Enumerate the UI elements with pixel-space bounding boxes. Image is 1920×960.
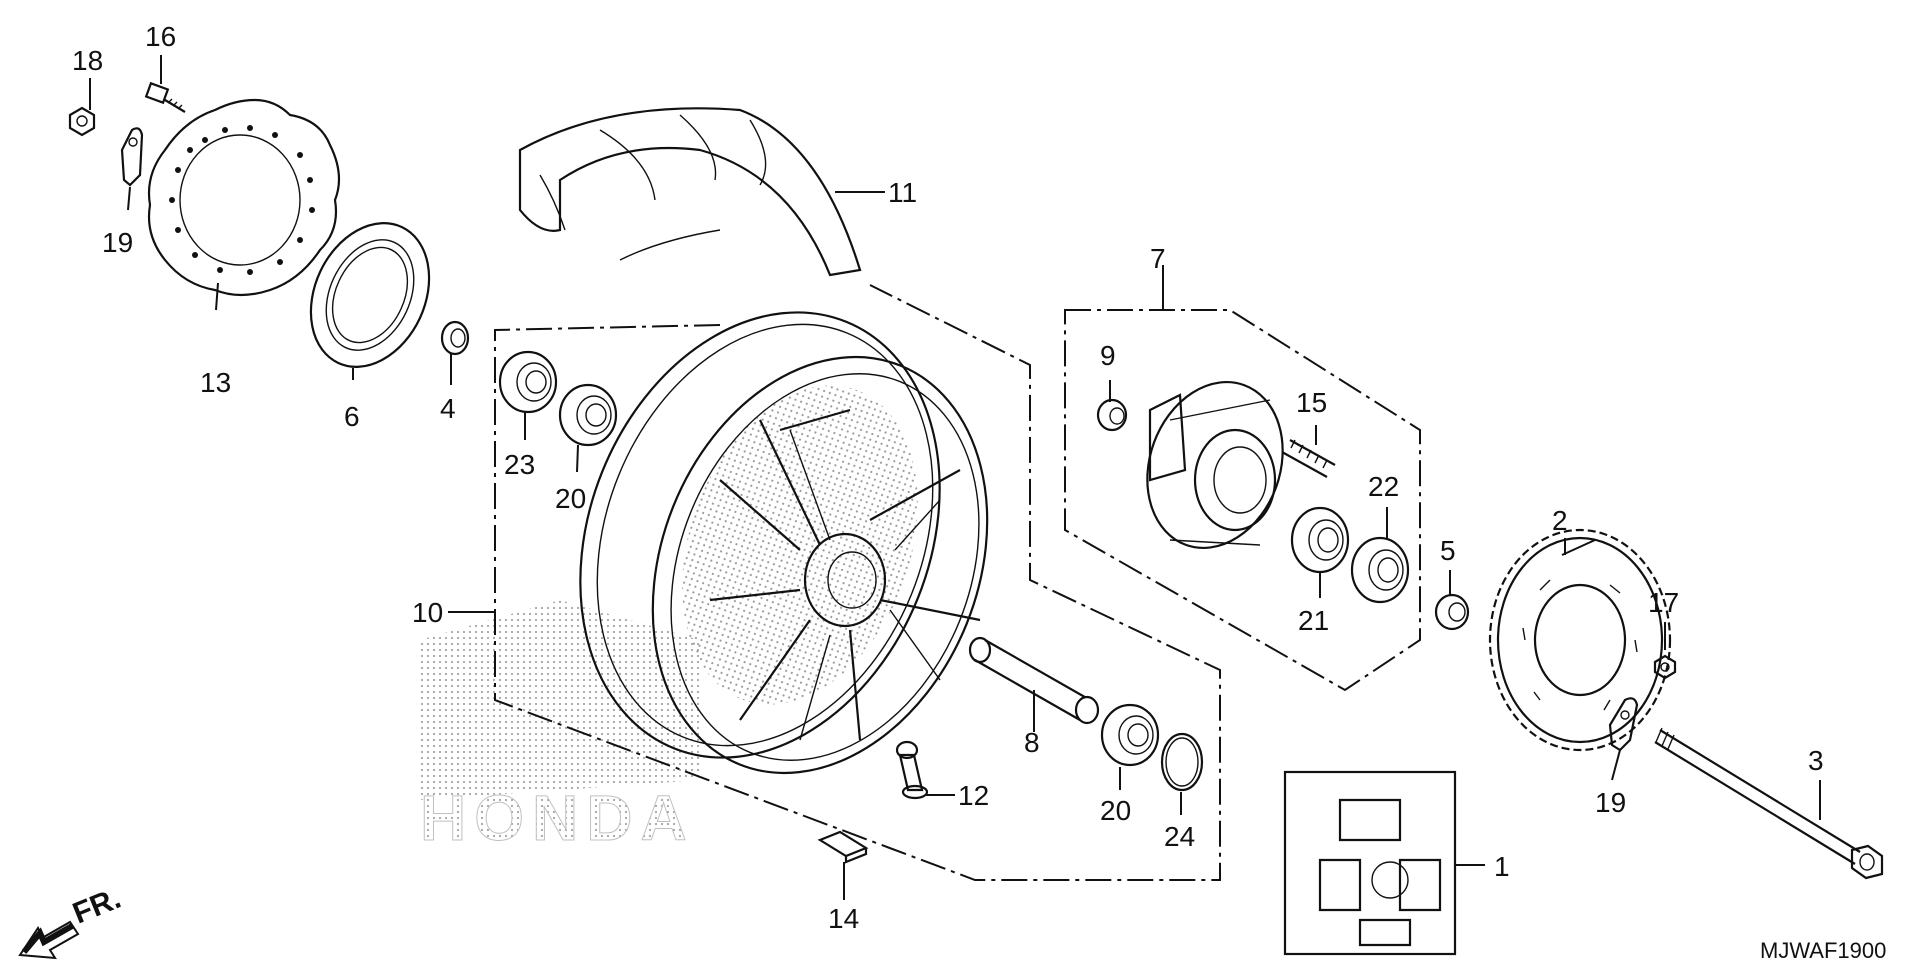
callout-20-upper: 20 [555, 483, 586, 514]
callout-4: 4 [440, 393, 456, 424]
collar-4-part [440, 320, 470, 356]
tire-part [518, 107, 862, 277]
callout-18: 18 [72, 45, 103, 76]
callout-6: 6 [344, 401, 360, 432]
bearing-22-part [1350, 536, 1410, 604]
callout-20-lower: 20 [1100, 795, 1131, 826]
callout-8: 8 [1024, 727, 1040, 758]
callout-15: 15 [1296, 387, 1327, 418]
callout-1: 1 [1494, 851, 1510, 882]
collar-9-part [1096, 398, 1128, 432]
callout-24: 24 [1164, 821, 1195, 852]
callout-19-right: 19 [1595, 787, 1626, 818]
axle-spacer-part [968, 636, 1100, 725]
plate-19-right-part [1608, 697, 1639, 752]
rear-wheel-part [579, 311, 989, 775]
callout-14: 14 [828, 903, 859, 934]
callout-21: 21 [1298, 605, 1329, 636]
front-direction-arrow: FR. [18, 882, 125, 960]
balance-weight-part [817, 830, 869, 864]
bolt-16-part [144, 81, 186, 113]
axle-part [1654, 727, 1884, 880]
callout-5: 5 [1440, 535, 1456, 566]
bearing-20-upper-part [558, 383, 618, 447]
bearing-21-part [1290, 506, 1350, 574]
callout-9: 9 [1100, 340, 1116, 371]
damper-rubber-part [1283, 770, 1457, 956]
stud-bolt-part [1281, 439, 1336, 478]
collar-5-part [1434, 593, 1470, 631]
callout-19-left: 19 [102, 227, 133, 258]
figure-code: MJWAF1900 [1760, 938, 1886, 960]
callout-16: 16 [145, 21, 176, 52]
bearing-23-part [498, 350, 558, 414]
direction-label: FR. [68, 882, 125, 931]
callout-10: 10 [412, 597, 443, 628]
callout-22: 22 [1368, 471, 1399, 502]
callout-13: 13 [200, 367, 231, 398]
nut-17-part [1653, 654, 1677, 680]
callout-17: 17 [1648, 587, 1679, 618]
callout-23: 23 [504, 449, 535, 480]
callout-12: 12 [958, 780, 989, 811]
leader-lines [89, 55, 1821, 900]
callout-labels: 1 2 3 4 5 6 7 8 9 10 11 12 13 14 15 16 1… [72, 21, 1824, 934]
valve-part [895, 740, 929, 800]
driven-flange-part [1146, 380, 1284, 550]
callout-2: 2 [1552, 505, 1568, 536]
honda-watermark: HONDA [420, 600, 700, 855]
wheel-assembly-bracket [494, 284, 1221, 881]
nut-18-part [68, 106, 96, 137]
bearing-20-lower-part [1100, 703, 1160, 767]
sprocket-part [1488, 528, 1672, 752]
callout-3: 3 [1808, 745, 1824, 776]
callout-11: 11 [888, 177, 917, 208]
watermark-text: HONDA [420, 782, 695, 854]
plate-19-left-part [120, 127, 144, 187]
brake-disc-part [147, 98, 341, 297]
driven-flange-bracket [1064, 309, 1421, 692]
o-ring-part [1160, 732, 1204, 792]
callout-7: 7 [1150, 243, 1166, 274]
dust-seal-part [309, 222, 431, 368]
